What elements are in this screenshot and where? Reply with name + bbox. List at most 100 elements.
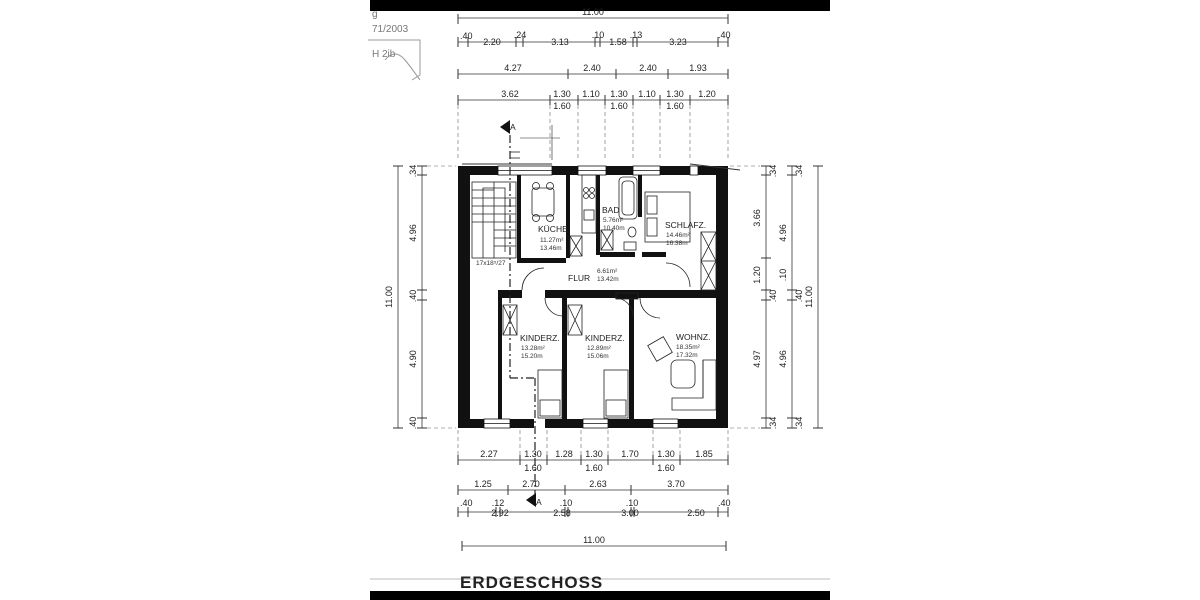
top-row3-dim: 3.62 [501, 89, 519, 99]
section-label-top: A [510, 122, 516, 132]
floor-title: ERDGESCHOSS [460, 573, 603, 592]
top-row1-dim: 1.58 [609, 37, 627, 47]
room-kinderz2-area: 12.89m² [587, 345, 612, 352]
bottom-row3b-dim: 3.00 [621, 508, 639, 518]
right-b-dim: .10 [778, 269, 788, 282]
kinderz1-fixtures [502, 304, 563, 419]
left-dim: .34 [408, 165, 418, 178]
right-b-dim: .34 [794, 417, 804, 430]
overhang [462, 163, 741, 171]
top-row1-dim: .24 [514, 30, 527, 40]
bottom-row1-dim: 1.30 [657, 449, 675, 459]
section-marker-bottom: A [526, 493, 542, 507]
bottom-row2-dim: 3.70 [667, 479, 685, 489]
bottom-dimensions: 2.27 1.30 1.28 1.30 1.70 1.30 1.85 1.60 … [457, 430, 731, 551]
bottom-row3-dim: .10 [626, 498, 639, 508]
left-dim: 4.96 [408, 224, 418, 242]
top-row2-dim: 2.40 [639, 63, 657, 73]
building-outline [458, 166, 728, 428]
top-row3-dim: 1.30 [610, 89, 628, 99]
room-bad-perimeter: 10.40m [603, 225, 625, 232]
top-row1-dim: .13 [630, 30, 643, 40]
room-wohnz-perimeter: 17.32m [676, 352, 698, 359]
room-wohnz-area: 18.35m² [676, 344, 701, 351]
top-row3-dim: 1.10 [638, 89, 656, 99]
top-row1-dim: 3.23 [669, 37, 687, 47]
top-bar [370, 0, 830, 11]
section-marker-top: A [500, 120, 560, 160]
top-row3b-dim: 1.60 [553, 101, 571, 111]
left-dim: .40 [408, 290, 418, 303]
top-row3-dim: 1.10 [582, 89, 600, 99]
staircase [471, 181, 517, 259]
room-flur-name: FLUR [568, 273, 590, 283]
windows [483, 165, 699, 429]
bottom-row1-dim: 1.28 [555, 449, 573, 459]
stair-label: 17x18⁵/27 [476, 260, 506, 267]
room-flur-perimeter: 13.42m [597, 276, 619, 283]
bottom-row1b-dim: 1.60 [585, 463, 603, 473]
bedroom-fixtures [644, 191, 717, 291]
top-row1-dim: .10 [592, 30, 605, 40]
room-kinderz1-name: KINDERZ. [520, 333, 560, 343]
stamp-line-1: g [372, 9, 378, 20]
room-kueche-perimeter: 13.46m [540, 245, 562, 252]
room-kinderz1-area: 13.28m² [521, 345, 546, 352]
bottom-row3b-dim: 2.50 [687, 508, 705, 518]
bottom-row3-dim: .40 [460, 498, 473, 508]
right-a-dim: 4.97 [752, 350, 762, 368]
top-dimensions: 11.00 .40 2.20 .24 3.13 .10 1.58 .13 3.2… [457, 7, 731, 160]
page-bottom-edge [370, 578, 830, 580]
top-row2-dim: 1.93 [689, 63, 707, 73]
top-total-dim: 11.00 [582, 7, 604, 17]
top-row3b-dim: 1.60 [666, 101, 684, 111]
left-dimensions: 11.00 .34 4.96 .40 4.90 .40 [384, 165, 456, 430]
right-a-dim: 3.66 [752, 209, 762, 227]
right-b-dim: .40 [794, 290, 804, 303]
kitchen-fixtures [531, 174, 597, 257]
room-kinderz1-perimeter: 15.20m [521, 353, 543, 360]
bottom-row1-dim: 1.85 [695, 449, 713, 459]
bottom-row2-dim: 2.63 [589, 479, 607, 489]
stamp-line-3: H 2ib [372, 49, 396, 60]
bottom-row1b-dim: 1.60 [524, 463, 542, 473]
room-schlafz-name: SCHLAFZ. [665, 220, 706, 230]
stamp: g 71/2003 H 2ib [368, 9, 421, 81]
bottom-row1-dim: 1.30 [524, 449, 542, 459]
bottom-row3-dim: .12 [492, 498, 505, 508]
stamp-line-2: 71/2003 [372, 24, 409, 35]
top-row2-dim: 4.27 [504, 63, 522, 73]
top-row3-dim: 1.30 [553, 89, 571, 99]
bottom-row3b-dim: 2.58 [553, 508, 571, 518]
top-row3-dim: 1.20 [698, 89, 716, 99]
right-b-dim: 4.96 [778, 350, 788, 368]
top-row3-dim: 1.30 [666, 89, 684, 99]
right-dimensions: .34 3.66 1.20 .40 4.97 .34 .34 4.96 .10 … [730, 165, 823, 430]
bottom-row1b-dim: 1.60 [657, 463, 675, 473]
right-a-dim: .34 [768, 165, 778, 178]
room-flur-area: 6.61m² [597, 268, 618, 275]
top-row1-dim: .40 [460, 31, 473, 41]
kinderz2-fixtures [567, 304, 629, 419]
living-fixtures [647, 336, 717, 411]
right-a-dim: .34 [768, 417, 778, 430]
bottom-row3-dim: .40 [718, 498, 731, 508]
room-kinderz2-name: KINDERZ. [585, 333, 625, 343]
room-kinderz2-perimeter: 15.06m [587, 353, 609, 360]
right-a-dim: 1.20 [752, 266, 762, 284]
right-b-dim: .34 [794, 165, 804, 178]
left-dim: .40 [408, 417, 418, 430]
room-schlafz-perimeter: 16.38m [666, 240, 688, 247]
room-schlafz-area: 14.46m² [666, 232, 691, 239]
right-b-dim: 4.96 [778, 224, 788, 242]
bottom-row3b-dim: 2.92 [491, 508, 509, 518]
top-row1-ticks [457, 37, 729, 47]
bottom-row3-dim: .10 [560, 498, 573, 508]
bottom-bar [370, 591, 830, 600]
hallway-fixtures [521, 262, 691, 319]
top-row3b-dim: 1.60 [610, 101, 628, 111]
left-total-dim: 11.00 [384, 286, 394, 308]
section-label-bottom: A [536, 497, 542, 507]
room-kueche-area: 11.27m² [540, 237, 564, 244]
